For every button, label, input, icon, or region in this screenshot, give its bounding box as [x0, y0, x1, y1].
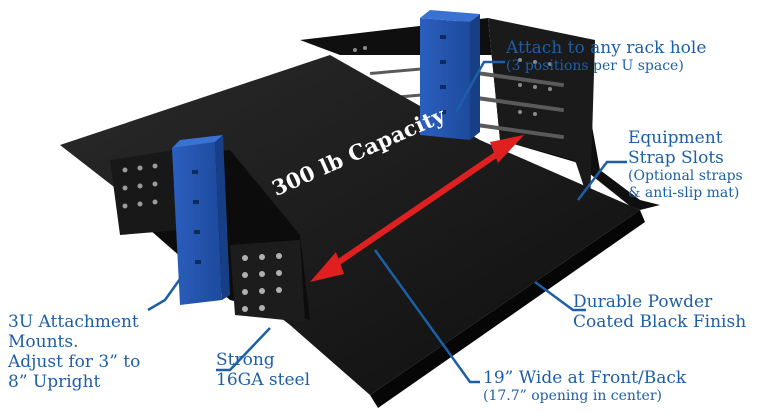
callout-steel: Strong 16GA steel	[216, 350, 310, 390]
callout-mounts: 3U Attachment Mounts. Adjust for 3” to 8…	[8, 312, 140, 392]
width-arrow-icon	[310, 135, 524, 282]
callout-rack-hole-title: Attach to any rack hole	[506, 38, 707, 58]
callout-mounts-line1: 3U Attachment	[8, 312, 139, 332]
callout-rack-hole: Attach to any rack hole (3 positions per…	[506, 38, 706, 75]
rear-holes	[353, 46, 552, 116]
callout-width-detail: (17.7” opening in center)	[483, 388, 662, 404]
callout-finish-line1: Durable Powder	[573, 292, 713, 312]
callout-strap-slots: Equipment Strap Slots (Optional straps &…	[628, 128, 743, 202]
shelf-front-lip	[370, 210, 645, 408]
callout-width: 19” Wide at Front/Back (17.7” opening in…	[483, 368, 686, 405]
callout-leaders	[147, 60, 627, 384]
callout-strap-slots-line3: (Optional straps	[628, 168, 743, 184]
callout-finish-line2: Coated Black Finish	[573, 312, 747, 332]
front-mount-plate	[230, 240, 305, 322]
front-mount-bolts	[242, 253, 282, 312]
callout-rack-hole-detail: (3 positions per U space)	[506, 58, 684, 74]
callout-strap-slots-line2: Strap Slots	[628, 148, 724, 168]
callout-steel-line1: Strong	[216, 350, 275, 370]
left-mount-holes	[122, 163, 158, 209]
callout-width-title: 19” Wide at Front/Back	[483, 368, 687, 388]
callout-mounts-line4: 8” Upright	[8, 372, 101, 392]
callout-strap-slots-line1: Equipment	[628, 128, 723, 148]
left-mount-plate	[110, 150, 180, 235]
callout-strap-slots-line4: & anti-slip mat)	[628, 185, 740, 201]
rear-side-wall	[488, 18, 595, 205]
callout-mounts-line2: Mounts.	[8, 332, 79, 352]
front-upright	[172, 135, 230, 305]
callout-mounts-line3: Adjust for 3” to	[8, 352, 141, 372]
callout-steel-line2: 16GA steel	[216, 370, 311, 390]
callout-finish: Durable Powder Coated Black Finish	[573, 292, 746, 332]
